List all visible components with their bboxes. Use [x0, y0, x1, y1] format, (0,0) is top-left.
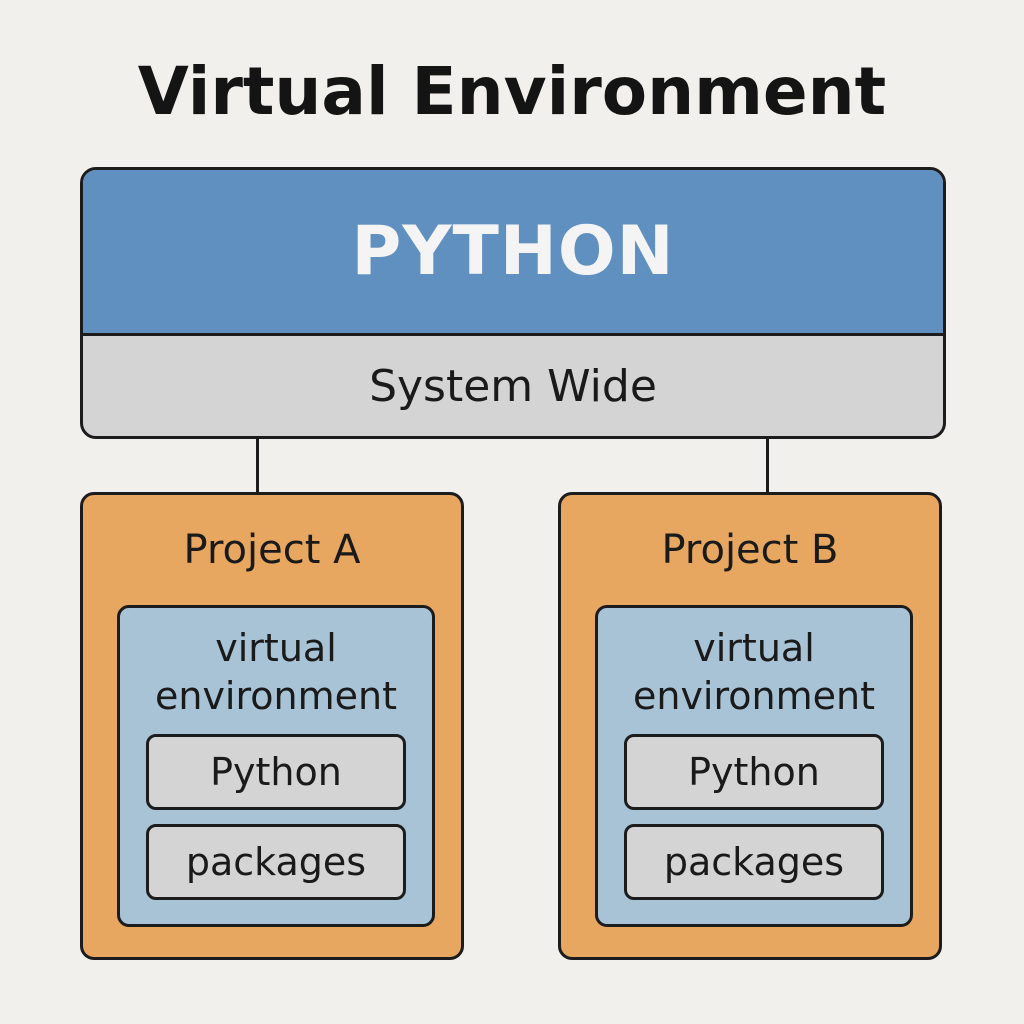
python-header: PYTHON: [83, 170, 943, 336]
project-a-packages-box: packages: [146, 824, 406, 900]
system-python-box: PYTHON System Wide: [80, 167, 946, 439]
system-wide-label: System Wide: [369, 360, 657, 412]
project-b-venv-box: virtual environment Python packages: [595, 605, 913, 927]
project-a-title: Project A: [183, 527, 361, 573]
project-b-box: Project B virtual environment Python pac…: [558, 492, 942, 960]
connector-project-b: [766, 436, 769, 494]
project-b-title: Project B: [661, 527, 839, 573]
diagram-title: Virtual Environment: [137, 53, 887, 130]
project-b-packages-box: packages: [624, 824, 884, 900]
project-b-python-box: Python: [624, 734, 884, 810]
project-a-venv-box: virtual environment Python packages: [117, 605, 435, 927]
project-a-box: Project A virtual environment Python pac…: [80, 492, 464, 960]
connector-project-a: [256, 436, 259, 494]
project-a-venv-label: virtual environment: [154, 626, 397, 718]
project-b-venv-label: virtual environment: [632, 626, 875, 718]
project-a-python-box: Python: [146, 734, 406, 810]
